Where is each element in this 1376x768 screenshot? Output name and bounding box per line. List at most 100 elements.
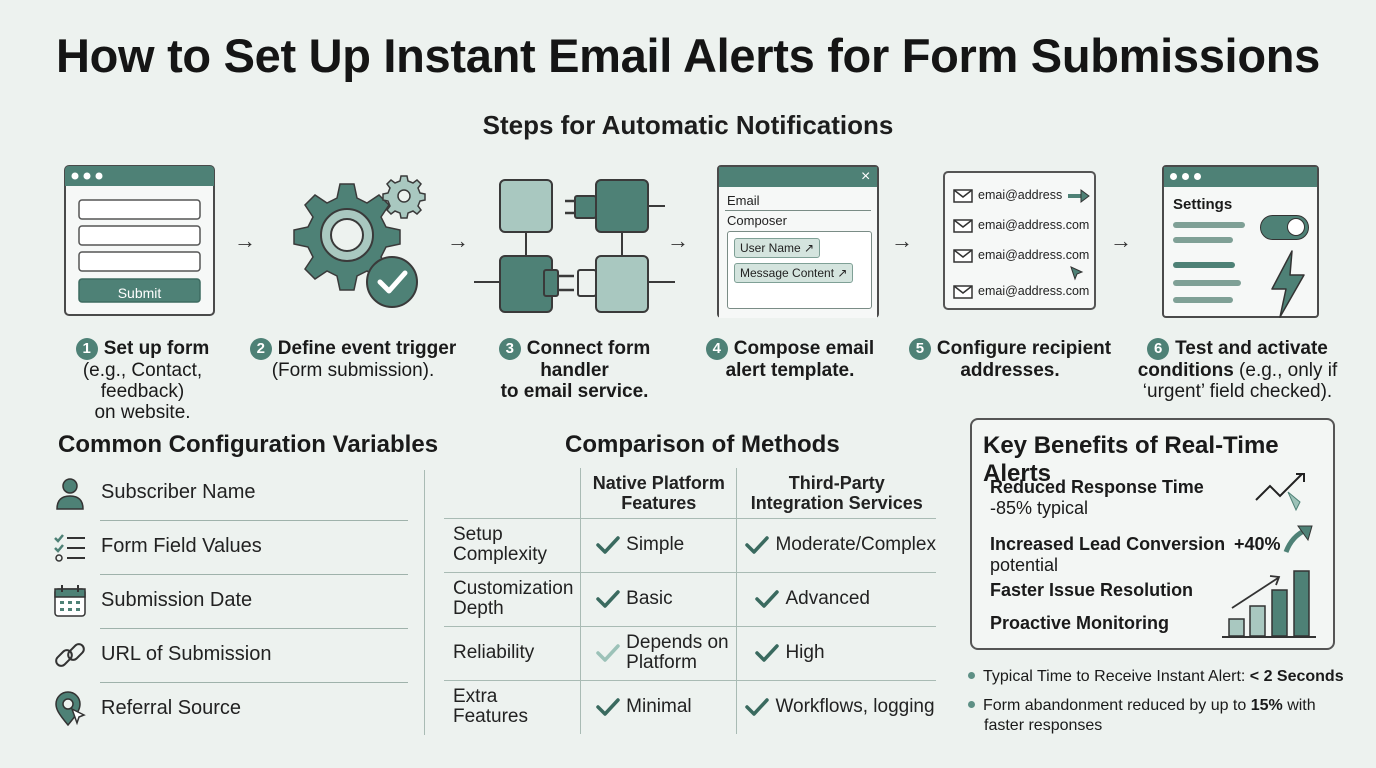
check-icon <box>745 535 770 555</box>
recipient-list-panel: emai@address emai@address.com emai@addre… <box>943 171 1096 310</box>
benefits-heading: Key Benefits of Real-Time Alerts <box>983 432 1279 487</box>
variable-row: URL of Submission <box>48 629 408 683</box>
flow-arrow: → <box>447 228 469 253</box>
step-title: Set up form <box>103 338 210 359</box>
third-party-cell: High <box>736 625 936 681</box>
composer-title-line2: Composer <box>727 213 787 228</box>
flow-arrow: → <box>667 228 689 253</box>
email-composer-window: × Email Composer User Name ↗ Message Con… <box>717 165 879 318</box>
third-party-cell: Moderate/Complex <box>736 517 936 573</box>
step-title: Test and activate <box>1175 338 1328 359</box>
person-icon <box>52 475 88 511</box>
check-icon <box>755 589 780 609</box>
step-number-badge: 4 <box>705 338 728 360</box>
step-number-badge: 3 <box>498 338 521 360</box>
step-number-badge: 5 <box>908 338 931 360</box>
recipient-address: emai@address.com <box>978 218 1090 232</box>
benefit-sub: -85% typical <box>990 498 1089 518</box>
note-alert-time: Typical Time to Receive Instant Alert: <… <box>968 667 1344 687</box>
third-party-cell: Workflows, logging <box>736 679 936 734</box>
native-cell: Simple <box>580 517 738 573</box>
plug-connector-icon <box>470 178 680 316</box>
envelope-icon <box>953 249 973 268</box>
checklist-icon <box>52 529 88 565</box>
native-cell: Basic <box>580 571 738 627</box>
flow-arrow: → <box>234 228 256 253</box>
variable-label: Subscriber Name <box>101 481 256 503</box>
flow-arrow: → <box>1110 228 1132 253</box>
note-abandonment: Form abandonment reduced by up to 15% wi… <box>968 696 1338 736</box>
arrow-right-icon <box>1067 189 1091 208</box>
benefit-title: Proactive Monitoring <box>990 613 1170 633</box>
calendar-icon <box>52 583 88 619</box>
step-desc: (e.g., Contact, feedback) <box>82 360 203 402</box>
step-number-badge: 1 <box>75 338 98 360</box>
variable-label: Submission Date <box>101 589 253 611</box>
envelope-icon <box>953 219 973 238</box>
envelope-icon <box>953 189 973 208</box>
step-title: to email service. <box>500 381 649 402</box>
toggle-switch-icon <box>1260 215 1309 240</box>
table-corner <box>444 468 582 519</box>
step-number-badge: 6 <box>1147 338 1170 360</box>
variable-row: Form Field Values <box>48 521 408 575</box>
variable-label: Referral Source <box>101 697 242 719</box>
flow-arrow: → <box>891 228 913 253</box>
variables-heading: Common Configuration Variables <box>58 431 439 458</box>
step-title: Compose email <box>733 338 875 359</box>
trend-down-icon <box>1252 470 1312 519</box>
envelope-icon <box>953 285 973 304</box>
native-cell: Minimal <box>580 679 738 734</box>
check-icon-light <box>596 643 620 663</box>
table-header-third-party: Third-Party Integration Services <box>736 468 936 519</box>
composer-field-message: Message Content ↗ <box>734 263 854 283</box>
settings-window: Settings <box>1162 165 1319 318</box>
recipient-address: emai@address.com <box>978 284 1090 298</box>
gear-check-icon <box>285 172 435 312</box>
step-desc: (Form submission). <box>271 360 435 381</box>
close-icon: × <box>861 168 871 185</box>
arrow-up-right-icon <box>1282 522 1316 561</box>
form-window-illustration <box>64 165 215 316</box>
comparison-table: Native Platform Features Third-Party Int… <box>444 468 936 734</box>
recipient-address: emai@address.com <box>978 248 1090 262</box>
variable-row: Referral Source <box>48 683 408 737</box>
section-divider <box>424 470 425 735</box>
bar-chart-icon <box>1222 566 1318 645</box>
link-icon <box>52 637 88 673</box>
location-pointer-icon <box>52 691 88 727</box>
step-number-badge: 2 <box>249 338 272 360</box>
comparison-heading: Comparison of Methods <box>565 431 840 458</box>
benefit-title: Reduced Response Time <box>990 477 1204 497</box>
benefit-title: Increased Lead Conversion <box>990 534 1226 554</box>
variable-label: Form Field Values <box>101 535 262 557</box>
variable-label: URL of Submission <box>101 643 272 665</box>
bullet-dot <box>968 672 975 679</box>
form-submit-button: Submit <box>117 285 162 301</box>
check-icon <box>596 697 620 717</box>
table-header-native: Native Platform Features <box>580 468 738 519</box>
step-title: Configure recipient <box>936 338 1112 359</box>
benefit-sub: potential <box>990 555 1059 575</box>
cursor-icon <box>1069 265 1085 286</box>
conversion-badge: +40% <box>1234 534 1281 554</box>
check-icon <box>755 643 780 663</box>
step-title: addresses. <box>960 360 1060 381</box>
benefits-panel: Key Benefits of Real-Time Alerts Reduced… <box>970 418 1335 650</box>
composer-field-user-name: User Name ↗ <box>734 238 821 258</box>
benefit-title: Faster Issue Resolution <box>990 580 1194 600</box>
composer-title-line1: Email <box>727 193 760 208</box>
check-icon <box>745 697 770 717</box>
check-icon <box>596 535 620 555</box>
